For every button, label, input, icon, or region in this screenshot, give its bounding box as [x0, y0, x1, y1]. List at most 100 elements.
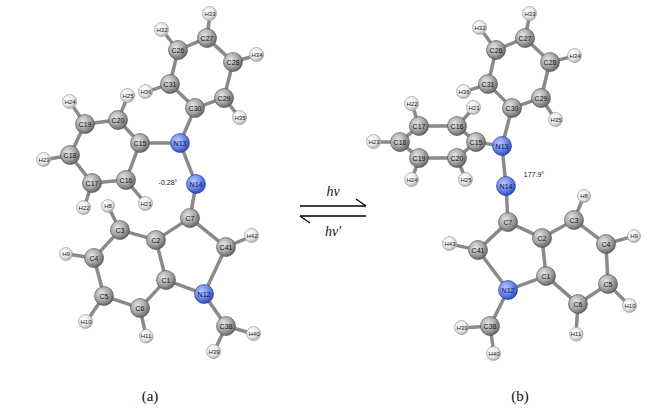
chemical-bond [234, 239, 246, 244]
atom-label: C29 [218, 95, 231, 102]
atom-label: H25 [460, 177, 471, 183]
atom-label: H34 [251, 52, 262, 58]
hydrogen-atom: H8 [577, 189, 591, 203]
carbon-atom: C5 [598, 274, 618, 294]
carbon-atom: C18 [60, 145, 80, 165]
chemical-bond [527, 20, 529, 29]
atom-label: C17 [86, 180, 99, 187]
chemical-bond [490, 59, 494, 75]
hydrogen-atom: H33 [202, 6, 217, 21]
hydrogen-atom: H10 [622, 298, 637, 313]
chemical-bond [149, 141, 171, 145]
hydrogen-atom: H39 [454, 320, 469, 335]
panel-label: (b) [511, 389, 529, 404]
chemical-bond [559, 58, 569, 60]
chemical-bond [217, 334, 223, 346]
chemical-bond [186, 41, 198, 46]
hydrogen-atom: H43 [442, 236, 457, 251]
hydrogen-atom: H24 [62, 94, 77, 109]
chemical-bond [72, 255, 85, 257]
atom-label: N14 [500, 183, 513, 190]
atom-label: H10 [624, 303, 635, 309]
chemical-bond [470, 87, 479, 90]
light-label: hν [326, 185, 339, 199]
atom-label: C3 [116, 227, 125, 234]
carbon-atom: C38 [216, 316, 236, 336]
hydrogen-atom: H24 [404, 172, 419, 187]
atom-label: C16 [451, 123, 464, 130]
atom-label: C27 [201, 35, 214, 42]
atom-label: H24 [64, 99, 75, 105]
chemical-bond [204, 101, 216, 105]
atom-label: C41 [220, 244, 233, 251]
carbon-atom: C3 [110, 220, 130, 240]
atom-label: C19 [413, 155, 426, 162]
hydrogen-atom: H36 [138, 84, 153, 99]
atom-label: H25 [122, 93, 133, 99]
chemical-bond [468, 325, 481, 329]
chemical-bond [521, 101, 533, 105]
hydrogen-atom: H35 [548, 112, 563, 127]
carbon-atom: C7 [180, 208, 200, 228]
atom-label: C19 [79, 121, 92, 128]
chemical-bond [581, 225, 599, 238]
nitrogen-atom: N14 [496, 176, 516, 196]
hydrogen-atom: H32 [472, 20, 487, 35]
hydrogen-atom: H9 [627, 229, 641, 243]
atom-label: H39 [208, 349, 219, 355]
chemical-bond [463, 113, 469, 120]
carbon-atom: C27 [515, 28, 535, 48]
atom-label: C38 [484, 323, 497, 330]
hydrogen-atom: H23 [366, 134, 381, 149]
chemical-bond [516, 226, 534, 234]
dihedral-angle: 177.9° [524, 171, 544, 178]
atom-label: C38 [220, 323, 233, 330]
dihedral-angle: -0.28° [159, 179, 178, 186]
atom-label: C31 [482, 81, 495, 88]
atom-label: C26 [490, 47, 503, 54]
carbon-atom: C3 [564, 210, 584, 230]
atom-label: H23 [38, 157, 49, 163]
nitrogen-atom: N14 [186, 174, 206, 194]
carbon-atom: C15 [130, 133, 150, 153]
nitrogen-atom: N12 [194, 284, 214, 304]
hydrogen-atom: H25 [120, 88, 135, 103]
carbon-atom: C30 [185, 98, 205, 118]
carbon-atom: C17 [82, 173, 102, 193]
hydrogen-atom: H22 [404, 96, 419, 111]
atom-label: H36 [458, 89, 469, 95]
atom-label: C41 [472, 247, 485, 254]
chemical-bond [494, 298, 504, 318]
atom-label: H34 [569, 53, 580, 59]
chemical-bond [209, 301, 221, 318]
carbon-atom: C29 [531, 88, 551, 108]
atom-label: C26 [172, 47, 185, 54]
atom-label: C1 [542, 273, 551, 280]
atom-label: C2 [538, 235, 547, 242]
chemical-bond [142, 317, 145, 330]
chemical-bond [192, 193, 195, 209]
atom-label: H32 [156, 27, 167, 33]
chemical-bond [230, 105, 236, 113]
atom-label: H9 [630, 233, 638, 239]
chemical-bond [172, 59, 176, 75]
chemical-bond [407, 132, 412, 136]
chemical-bond [76, 162, 87, 176]
chemical-bond [101, 181, 117, 182]
chemical-bond [485, 228, 502, 244]
atom-label: C28 [227, 59, 240, 66]
nitrogen-atom: N12 [498, 280, 518, 300]
chemical-bond [174, 283, 195, 291]
atom-label: H21 [140, 201, 151, 207]
atom-label: C17 [413, 123, 426, 130]
chemical-bond [208, 255, 222, 286]
atom-label: C7 [504, 219, 513, 226]
atom-label: C4 [602, 241, 611, 248]
chemical-bond [546, 105, 552, 114]
hydrogen-atom: H34 [249, 47, 264, 62]
carbon-atom: C41 [216, 237, 236, 257]
chemical-bond [146, 287, 160, 302]
carbon-atom: C7 [498, 212, 518, 232]
hydrogen-atom: H8 [101, 199, 115, 213]
carbon-atom: C2 [146, 230, 166, 250]
